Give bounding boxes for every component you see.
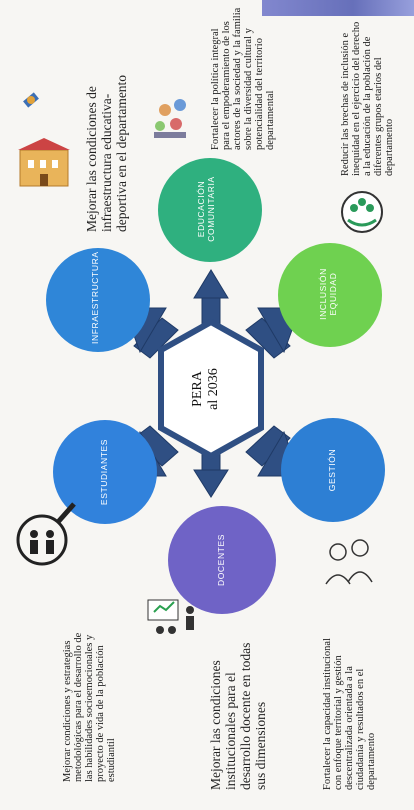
center-title: PERA: [190, 371, 205, 407]
desc-docentes-line: institucionales para el: [223, 672, 238, 790]
desc-inclusion-line: diferentes grupos etarios del: [373, 57, 384, 176]
inclusion-group-icon: [341, 191, 383, 233]
desc-docentes-line: sus dimensiones: [253, 701, 268, 790]
label-infraestructura: INFRAESTRUCTURA: [90, 251, 100, 344]
label-docentes: DOCENTES: [216, 533, 226, 587]
desc-educacion-line: sobre la diversidad cultural y: [243, 28, 254, 150]
desc-docentes-line: Mejorar las condiciones: [208, 660, 223, 790]
desc-docentes: Mejorar las condiciones institucionales …: [208, 590, 268, 790]
desc-docentes-line: desarrollo docente en todas: [238, 642, 253, 790]
label-estudiantes: ESTUDIANTES: [99, 438, 109, 506]
desc-gestion-line: con enfoque territorial y gestión: [333, 655, 344, 790]
desc-infraestructura-line: deportiva en el departamento: [114, 74, 129, 232]
satellite-icon: [23, 92, 39, 108]
label-gestion: GESTIÓN: [327, 448, 337, 492]
desc-inclusion-line: inequidad en el ejercicio del derecho: [351, 21, 362, 176]
student-magnifier-icon: [16, 502, 76, 566]
header-banner: [262, 0, 414, 16]
desc-inclusion: Reducir las brechas de inclusión e inequ…: [340, 6, 395, 176]
circle-gestion: [281, 418, 385, 522]
circle-educacion: [158, 158, 262, 262]
center-hexagon: [158, 318, 264, 460]
circle-estudiantes: [53, 420, 157, 524]
school-building-icon: [18, 138, 70, 187]
desc-estudiantes-line: metodológicas para el desarrollo de: [73, 632, 84, 782]
desc-inclusion-line: a la educación de la población de: [362, 36, 373, 176]
desc-educacion-line: potencialidad del territorio: [254, 38, 265, 150]
circle-infraestructura: [46, 248, 150, 352]
desc-estudiantes-line: Mejorar condiciones y estrategias: [62, 640, 73, 782]
desc-educacion-line: para el empoderamiento de los: [221, 21, 232, 150]
desc-inclusion-line: departamento: [384, 118, 395, 176]
teacher-presentation-icon: [147, 599, 194, 634]
officials-icon: [325, 539, 373, 585]
label-educacion-line1: EDUCACIÓN: [196, 180, 206, 238]
desc-inclusion-line: Reducir las brechas de inclusión e: [340, 32, 351, 176]
desc-infraestructura: Mejorar las condiciones de infraestructu…: [84, 12, 129, 232]
center-label: PERA al 2036: [190, 368, 222, 410]
desc-educacion-line: Fortalecer la política integral: [210, 28, 221, 150]
desc-gestion-line: departamento: [366, 732, 377, 790]
desc-educacion-line: actores de la sociedad y la familia: [232, 7, 243, 150]
label-educacion-line2: COMUNITARIA: [206, 176, 216, 242]
label-inclusion-line2: EQUIDAD: [328, 272, 338, 316]
desc-estudiantes: Mejorar condiciones y estrategias metodo…: [62, 582, 117, 782]
desc-gestion: Fortalecer la capacidad institucional co…: [322, 592, 377, 790]
circle-inclusion: [278, 243, 382, 347]
label-educacion: EDUCACIÓN COMUNITARIA: [196, 164, 216, 254]
desc-infraestructura-line: infraestructura educativa-: [99, 93, 114, 232]
desc-estudiantes-line: proyecto de vida de la población: [95, 645, 106, 782]
desc-gestion-line: descentralizada orientada a la: [344, 666, 355, 790]
desc-educacion: Fortalecer la política integral para el …: [210, 0, 276, 150]
arrow-down: [193, 449, 229, 498]
circle-docentes: [168, 506, 276, 614]
desc-educacion-line: departamental: [265, 90, 276, 150]
desc-infraestructura-line: Mejorar las condiciones de: [84, 86, 99, 232]
desc-estudiantes-line: estudiantil: [106, 738, 117, 782]
desc-estudiantes-line: las habilidades socioemocionales y: [84, 634, 95, 782]
community-people-icon: [154, 99, 186, 138]
label-inclusion-line1: INCLUSIÓN: [318, 268, 328, 320]
center-subtitle: al 2036: [206, 368, 221, 410]
label-inclusion: INCLUSIÓN EQUIDAD: [318, 254, 338, 334]
desc-gestion-line: ciudadanía y resultados en el: [355, 668, 366, 790]
desc-gestion-line: Fortalecer la capacidad institucional: [322, 638, 333, 790]
